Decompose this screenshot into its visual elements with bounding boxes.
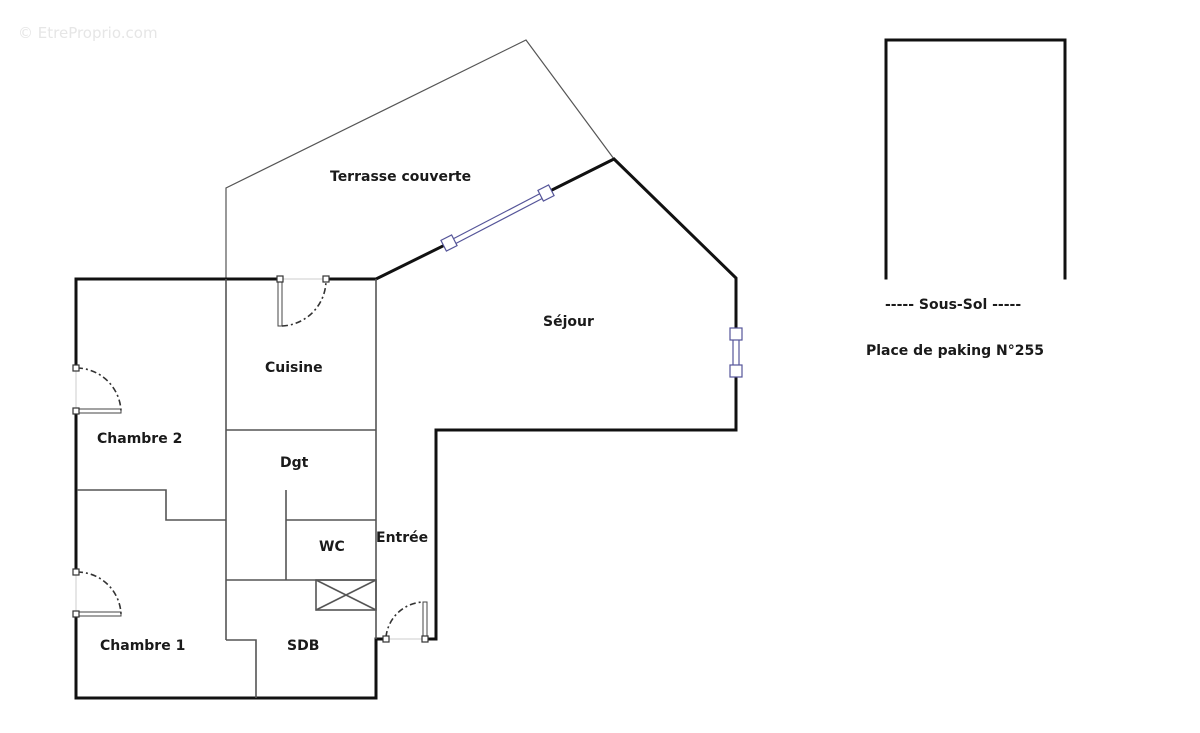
parking-outline [884, 38, 1067, 280]
door-leaf-chambre2 [76, 408, 122, 414]
parking-label: Place de paking N°255 [866, 343, 1044, 359]
door-hinge [72, 568, 80, 576]
door-hinge [72, 364, 80, 372]
exterior-wall-top-left [74, 277, 282, 370]
room-label-entree: Entrée [376, 530, 429, 546]
door-hinge [382, 635, 390, 643]
door-leaf-cuisine [277, 279, 283, 327]
window-frame-bottom [729, 364, 743, 378]
room-label-dgt: Dgt [280, 455, 309, 471]
exterior-wall-top-right [324, 240, 452, 281]
exterior-wall-sejour-north [543, 157, 738, 332]
door-hinge [421, 635, 429, 643]
exterior-wall-left-bottom [74, 612, 388, 700]
door-swing-chambre2 [76, 367, 122, 412]
door-hinge [72, 407, 80, 415]
wall-chambres-divider [77, 489, 226, 521]
room-label-sejour: Séjour [543, 314, 594, 330]
door-leaf-chambre1 [76, 611, 122, 617]
room-label-terrasse: Terrasse couverte [330, 169, 472, 185]
room-label-sdb: SDB [287, 638, 320, 654]
door-hinge [72, 610, 80, 618]
room-label-chambre2: Chambre 2 [97, 431, 183, 447]
door-hinge [322, 275, 330, 283]
door-swing-entree [385, 601, 424, 638]
watermark: © EtreProprio.com [18, 24, 158, 42]
door-swing-chambre1 [76, 571, 122, 615]
window-frame-right [537, 184, 555, 202]
wall-sdb-west [226, 639, 257, 698]
terrace-outline [225, 39, 615, 278]
exterior-wall-sejour-east [423, 370, 738, 641]
duct-box [315, 579, 377, 611]
room-label-cuisine: Cuisine [265, 360, 323, 376]
window-frame-top [729, 327, 743, 341]
room-label-wc: WC [319, 539, 345, 555]
sous-sol-label: ----- Sous-Sol ----- [885, 297, 1022, 313]
window-glass-line [448, 190, 546, 242]
room-label-chambre1: Chambre 1 [100, 638, 186, 654]
window-glass-line [450, 195, 548, 247]
door-swing-cuisine [281, 280, 327, 327]
window-frame-left [440, 234, 458, 252]
door-hinge [276, 275, 284, 283]
duct-cross [315, 579, 377, 611]
door-leaf-entree [422, 601, 428, 640]
